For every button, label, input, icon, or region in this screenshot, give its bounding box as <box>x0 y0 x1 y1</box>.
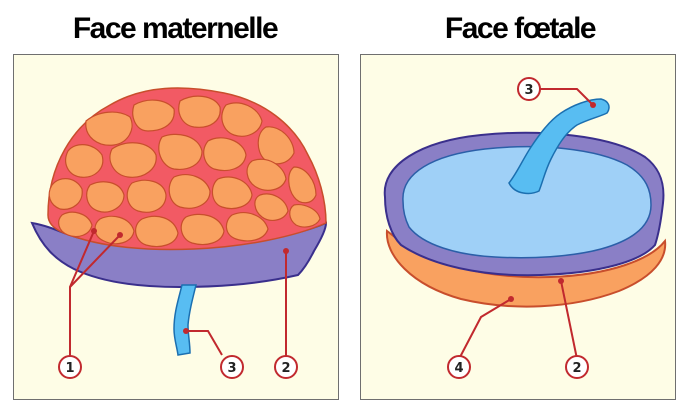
callout-line-3 <box>186 331 222 355</box>
callout-label-1: 1 <box>59 356 81 378</box>
cotyledon <box>179 96 220 127</box>
maternal-face-illustration: 1 3 2 <box>14 55 339 400</box>
svg-text:1: 1 <box>65 361 74 376</box>
cotyledon <box>110 143 156 178</box>
callout-dot <box>91 228 97 234</box>
cotyledon <box>87 182 124 212</box>
cotyledon <box>66 145 103 178</box>
svg-text:2: 2 <box>572 361 581 376</box>
svg-text:3: 3 <box>227 361 236 376</box>
svg-text:2: 2 <box>281 361 290 376</box>
callout-label-3: 3 <box>518 78 540 100</box>
callout-label-3: 3 <box>221 356 243 378</box>
svg-text:4: 4 <box>454 361 463 376</box>
callout-dot <box>117 232 123 238</box>
title-fetal-face: Face fœtale <box>362 12 678 46</box>
title-maternal-face: Face maternelle <box>10 12 340 46</box>
callout-dot <box>558 278 564 284</box>
callout-label-4: 4 <box>448 356 470 378</box>
callout-dot <box>183 328 189 334</box>
callout-label-2: 2 <box>566 356 588 378</box>
maternal-face-panel: 1 3 2 <box>13 54 339 400</box>
fetal-face-illustration: 3 4 2 <box>361 55 676 400</box>
callout-dot <box>283 248 289 254</box>
callout-line-4 <box>459 299 511 359</box>
cotyledon <box>49 179 82 210</box>
callout-label-2: 2 <box>275 356 297 378</box>
fetal-face-panel: 3 4 2 <box>360 54 676 400</box>
cotyledon <box>127 180 166 212</box>
callout-dot <box>590 102 596 108</box>
umbilical-cord <box>174 285 196 355</box>
callout-dot <box>508 296 514 302</box>
svg-text:3: 3 <box>524 83 533 98</box>
